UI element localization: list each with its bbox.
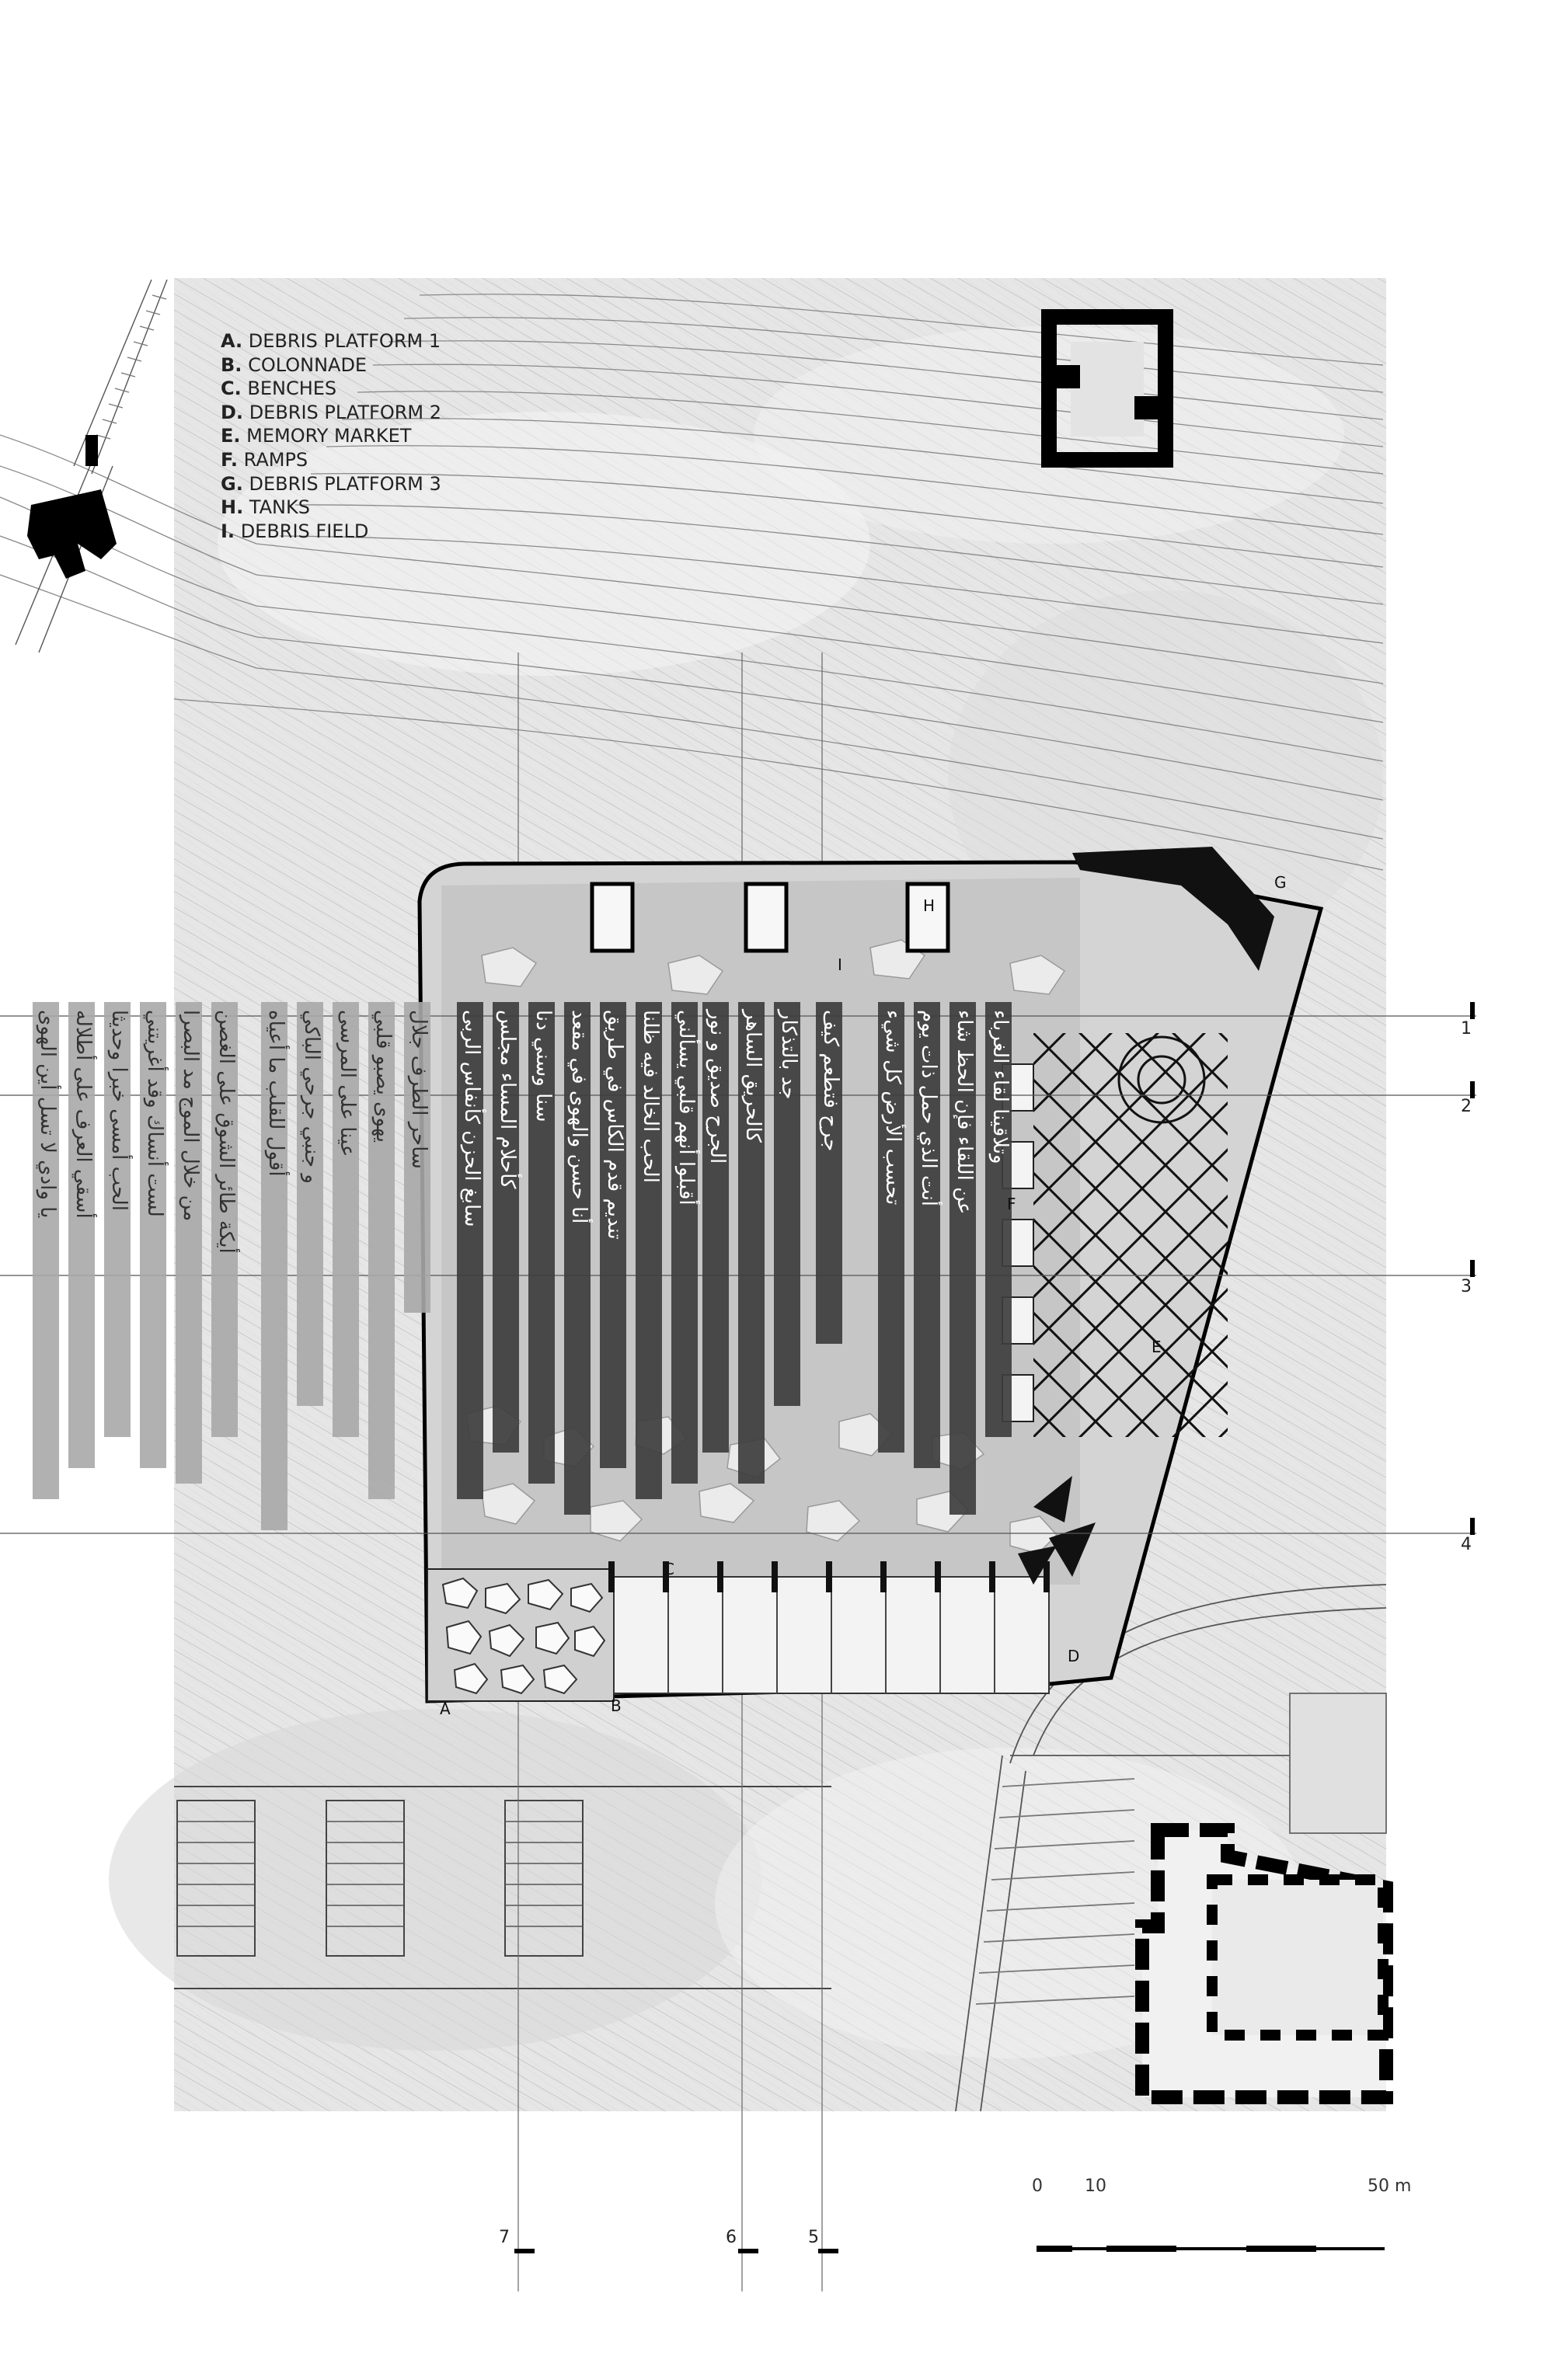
poem-line-left: من خلال الموج مد البصرا — [179, 1010, 202, 1222]
poem-line-right: أنت الذي حمل ذات يوم — [917, 1010, 940, 1207]
roads — [955, 1584, 1387, 2112]
building-top-right — [1041, 309, 1173, 468]
poem-line-right: تنديم قدم الكاس في طريق — [603, 1010, 626, 1240]
scale-label-50: 50 m — [1368, 2176, 1412, 2196]
section-label-5: 5 — [808, 2228, 819, 2247]
legend: A. DEBRIS PLATFORM 1 B. COLONNADE C. BEN… — [221, 329, 441, 543]
legend-item-g: G. DEBRIS PLATFORM 3 — [221, 472, 441, 495]
poem-line-left: يهوى يصبو قلبي — [371, 1010, 395, 1143]
contour-lines — [0, 294, 1384, 871]
legend-item-c: C. BENCHES — [221, 378, 337, 400]
legend-item-h: H. TANKS — [221, 496, 310, 519]
poem-line-right: عن اللقاء فإن الحظ شاء — [953, 1010, 976, 1215]
zone-label-i: I — [838, 955, 842, 974]
zone-label-b: B — [611, 1696, 622, 1715]
building-top-left — [27, 435, 117, 579]
poem-line-right: سابغ الحزن كأنفاس الربى — [460, 1010, 483, 1227]
poem-line-left: ساحر الطرف جلال — [407, 1010, 430, 1169]
section-label-2: 2 — [1461, 1097, 1472, 1116]
poem-line-left: عينا على المرسى — [336, 1010, 359, 1157]
poem-line-right: وتلاقينا لقاء الغرباء — [988, 1010, 1012, 1164]
legend-item-e: E. MEMORY MARKET — [221, 425, 412, 447]
legend-item-a: A. DEBRIS PLATFORM 1 — [221, 330, 441, 352]
poem-line-left: يا وادي لا تسل أين الهوى — [36, 1010, 59, 1219]
poem-line-right: كالحريق الساهر — [741, 1010, 765, 1143]
parking-area — [174, 1786, 831, 1989]
poem-line-left: الحب أمسى خبرا وحديثا — [107, 1010, 131, 1212]
poem-line-right: جرح فتطعم كيف — [819, 1010, 842, 1152]
poem-line-right: الجرح صديق و نور — [706, 1010, 729, 1164]
legend-item-d: D. DEBRIS PLATFORM 2 — [221, 401, 441, 423]
scale-label-0: 0 — [1032, 2176, 1043, 2196]
section-label-3: 3 — [1461, 1277, 1472, 1296]
legend-item-i: I. DEBRIS FIELD — [221, 520, 369, 542]
legend-item-b: B. COLONNADE — [221, 353, 368, 376]
section-label-7: 7 — [499, 2228, 510, 2247]
poem-line-left: و جنبي جرحي الباكي — [300, 1010, 323, 1184]
legend-item-f: F. RAMPS — [221, 448, 308, 471]
poem-line-left: أقول للقلب ما أعياه — [264, 1010, 287, 1177]
poem-line-left: لست أنساك وقد أغريتني — [143, 1010, 166, 1217]
poem-bars-right — [457, 1002, 1012, 1515]
poem-bars-left — [33, 1002, 430, 1530]
zone-label-h: H — [923, 896, 936, 915]
zone-label-a: A — [440, 1700, 451, 1718]
scale-bar — [1037, 2246, 1385, 2252]
zone-label-g: G — [1274, 873, 1287, 892]
poem-line-right: جد بالتذكار — [777, 1010, 800, 1100]
poem-line-right: كأحلام المساء مجلس — [496, 1010, 519, 1189]
poem-line-left: أيكة طائر الشوق على الغصن — [214, 1010, 238, 1254]
scale-label-10: 10 — [1085, 2176, 1106, 2196]
zone-label-e: E — [1152, 1338, 1162, 1356]
poem-line-left: أسقي العرف على أطلاله — [71, 1010, 95, 1219]
zone-label-f: F — [1007, 1195, 1016, 1213]
section-label-1: 1 — [1461, 1019, 1472, 1039]
poem-line-right: سنا وسني دنا — [531, 1010, 555, 1122]
memory-market-grid — [1033, 1033, 1228, 1437]
poem-line-right: أنا حسن والهوى في مقعد — [567, 1010, 591, 1224]
building-bottom-right — [1135, 1823, 1393, 2104]
section-label-4: 4 — [1461, 1535, 1472, 1554]
poem-line-right: أقبلوا أنهم قلبي يسألني — [674, 1010, 698, 1206]
zone-label-c: C — [664, 1560, 674, 1578]
zone-label-d: D — [1068, 1647, 1080, 1665]
poem-line-right: تحسب الأرض كل شيء — [881, 1010, 904, 1206]
poem-line-right: الحب الخالد فيه ظلنا — [639, 1010, 662, 1183]
section-label-6: 6 — [726, 2228, 737, 2247]
section-markers — [514, 1002, 1475, 2253]
